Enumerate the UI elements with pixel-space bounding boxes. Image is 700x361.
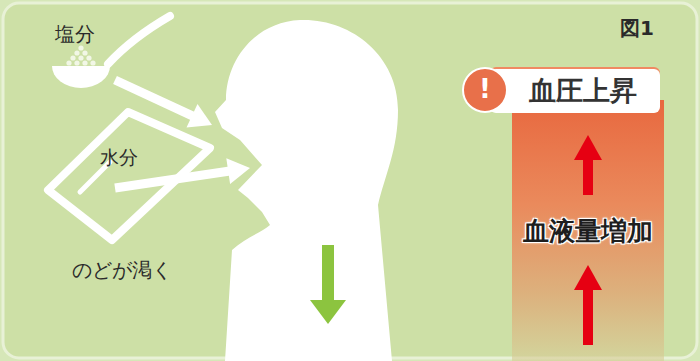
spoon-handle — [108, 16, 170, 64]
figure-number: 図1 — [620, 16, 654, 40]
intake-arrowhead — [187, 104, 213, 128]
arrow-head — [574, 135, 602, 160]
arrow-stem — [583, 157, 593, 195]
spoon-bowl — [52, 66, 110, 88]
salt-pile — [66, 45, 95, 65]
ingredient-label: 塩分 — [55, 22, 95, 46]
ingredient-label: 水分 — [100, 146, 138, 169]
arrow-head — [574, 265, 602, 290]
alert-mark: ! — [479, 74, 491, 105]
arrow-stem — [583, 287, 593, 345]
band-label: 血液量増加 — [512, 216, 664, 247]
head-silhouette — [215, 20, 398, 361]
result-box: 血圧上昇 — [490, 69, 660, 113]
down-arrowhead — [310, 300, 346, 324]
gradient-band: 血液量増加 — [512, 100, 664, 361]
box-label: 血圧上昇 — [529, 75, 637, 107]
alert-badge: ! — [462, 67, 508, 113]
intake-arrowhead — [226, 158, 250, 184]
intake-arrow — [115, 80, 194, 117]
caption-note: のどが渇く — [72, 258, 172, 282]
down-arrow — [322, 245, 334, 302]
intake-arrow — [115, 171, 230, 188]
